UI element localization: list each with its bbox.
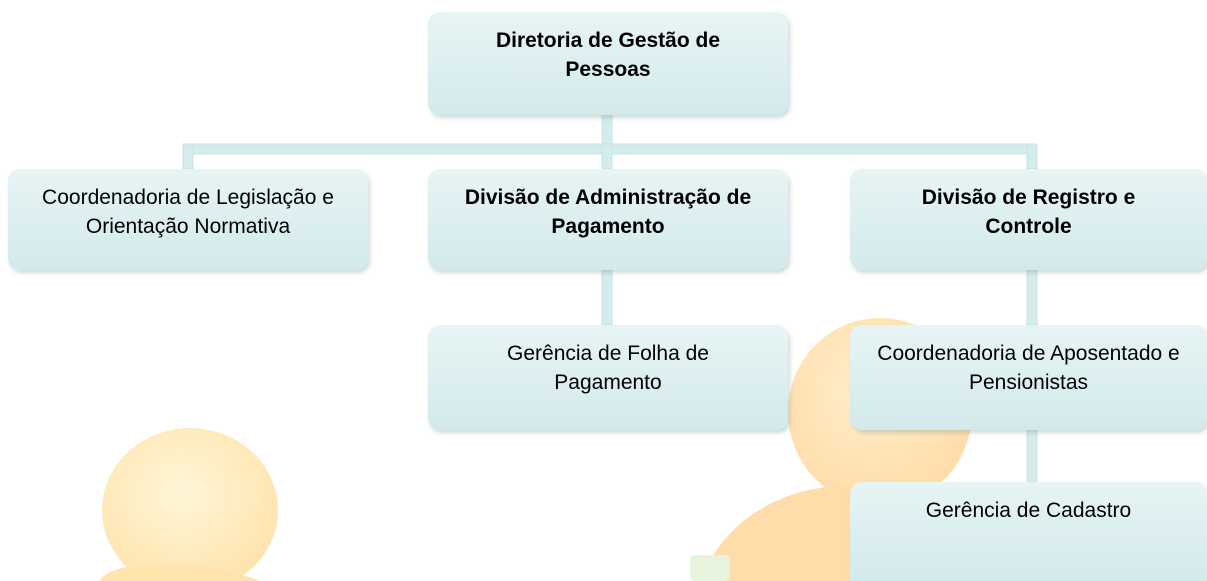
box-divisao-administracao-pagamento: Divisão de Administração de Pagamento xyxy=(428,169,788,270)
small-green-object-icon xyxy=(690,555,730,581)
box-gerencia-folha-pagamento: Gerência de Folha de Pagamento xyxy=(428,325,788,430)
box-coordenadoria-aposentado-pensionistas: Coordenadoria de Aposentado e Pensionist… xyxy=(850,325,1207,430)
box-coordenadoria-legislacao: Coordenadoria de Legislação e Orientação… xyxy=(8,169,368,270)
box-label: Gerência de Cadastro xyxy=(925,499,1132,522)
connector-to-registro xyxy=(1026,143,1038,170)
box-label: Gerência de Folha de Pagamento xyxy=(507,342,709,394)
left-figure-head-icon xyxy=(102,428,278,581)
box-label: Coordenadoria de Legislação e Orientação… xyxy=(42,186,334,238)
box-divisao-registro-controle: Divisão de Registro e Controle xyxy=(850,169,1207,270)
connector-registro-to-aposentado xyxy=(1026,269,1038,326)
box-label: Diretoria de Gestão de Pessoas xyxy=(495,29,721,81)
connector-to-legislacao xyxy=(182,143,194,170)
box-label: Divisão de Administração de Pagamento xyxy=(464,186,752,238)
connector-to-pagamento xyxy=(601,143,613,170)
box-label: Coordenadoria de Aposentado e Pensionist… xyxy=(877,342,1180,394)
left-figure-body-icon xyxy=(100,563,260,581)
box-diretoria-gestao-pessoas: Diretoria de Gestão de Pessoas xyxy=(428,12,788,115)
connector-pagamento-to-folha xyxy=(601,269,613,326)
connector-aposentado-to-cadastro xyxy=(1026,429,1038,483)
box-gerencia-cadastro: Gerência de Cadastro xyxy=(850,482,1207,581)
box-label: Divisão de Registro e Controle xyxy=(921,186,1136,238)
